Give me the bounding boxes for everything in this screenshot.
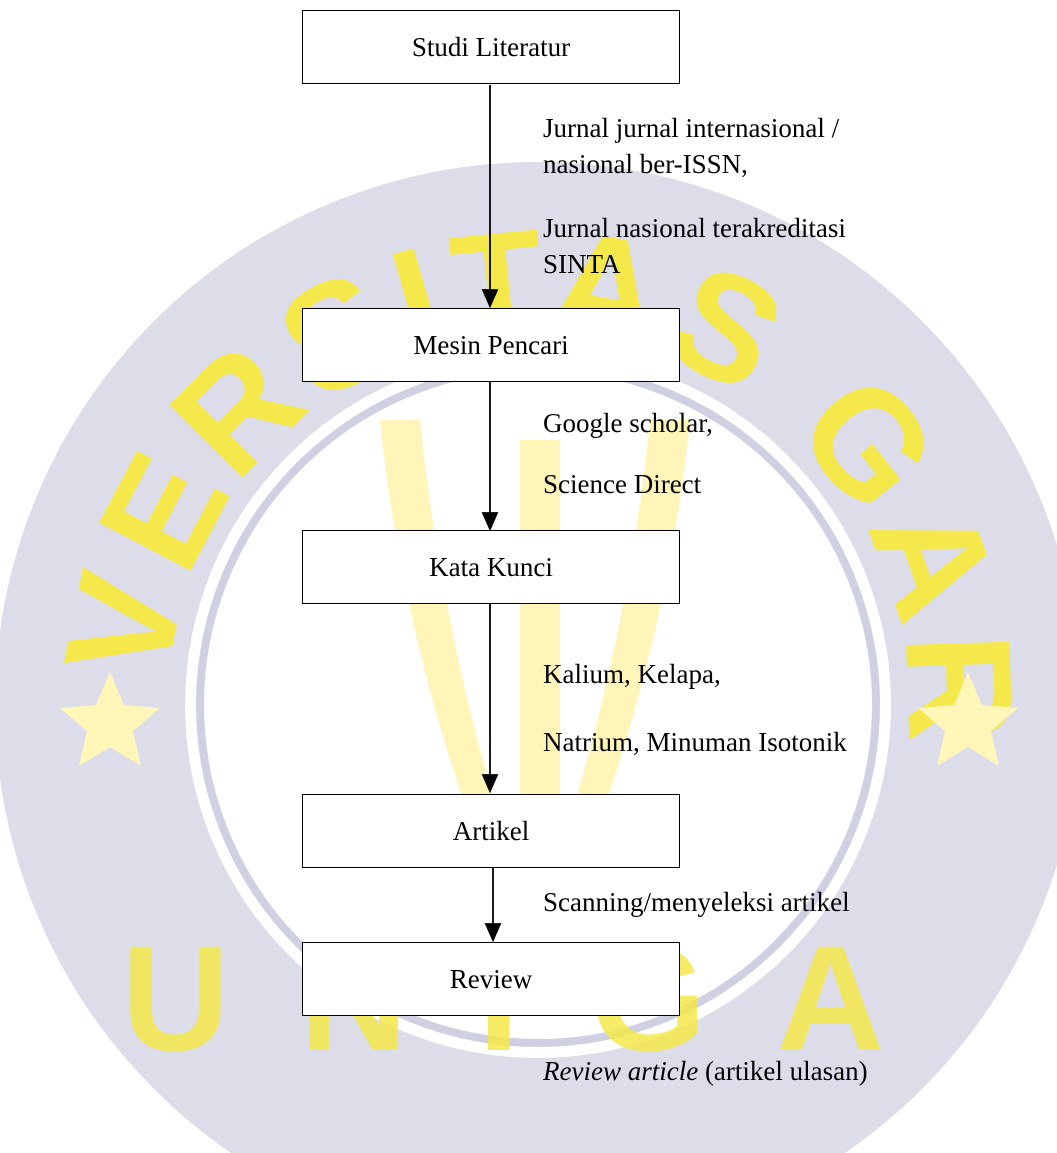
step-label: Kata Kunci xyxy=(429,551,553,582)
review-article-normal: (artikel ulasan) xyxy=(698,1056,868,1086)
annotation-jurnal-sinta: Jurnal nasional terakreditasi SINTA xyxy=(543,213,846,279)
step-label: Review xyxy=(449,963,533,994)
left-star-icon xyxy=(60,672,160,766)
right-star-icon xyxy=(918,672,1018,766)
step-review: Review xyxy=(302,942,680,1016)
seal-band xyxy=(0,162,1057,1153)
annotation-scanning: Scanning/menyeleksi artikel xyxy=(543,887,850,917)
step-kata-kunci: Kata Kunci xyxy=(302,530,680,604)
step-label: Studi Literatur xyxy=(411,31,571,62)
step-artikel: Artikel xyxy=(302,794,680,868)
annotation-google-scholar: Google scholar, xyxy=(543,408,713,438)
annotation-jurnal-issn: Jurnal jurnal internasional / nasional b… xyxy=(543,113,840,179)
annotation-review-article: Review article (artikel ulasan) xyxy=(543,1053,868,1089)
arrow-1-head xyxy=(481,289,499,309)
annotation-kalium-kelapa: Kalium, Kelapa, xyxy=(543,659,721,689)
step-label: Mesin Pencari xyxy=(413,329,569,360)
arrow-2-head xyxy=(481,512,499,532)
step-studi-literatur: Studi Literatur xyxy=(302,10,680,84)
annotation-science-direct: Science Direct xyxy=(543,469,702,499)
step-label: Artikel xyxy=(452,815,530,846)
step-mesin-pencari: Mesin Pencari xyxy=(302,308,680,382)
review-article-italic: Review article xyxy=(543,1056,699,1086)
annotation-natrium-isotonik: Natrium, Minuman Isotonik xyxy=(543,727,847,757)
arrow-4-head xyxy=(484,923,502,943)
arrow-3-head xyxy=(481,774,499,794)
